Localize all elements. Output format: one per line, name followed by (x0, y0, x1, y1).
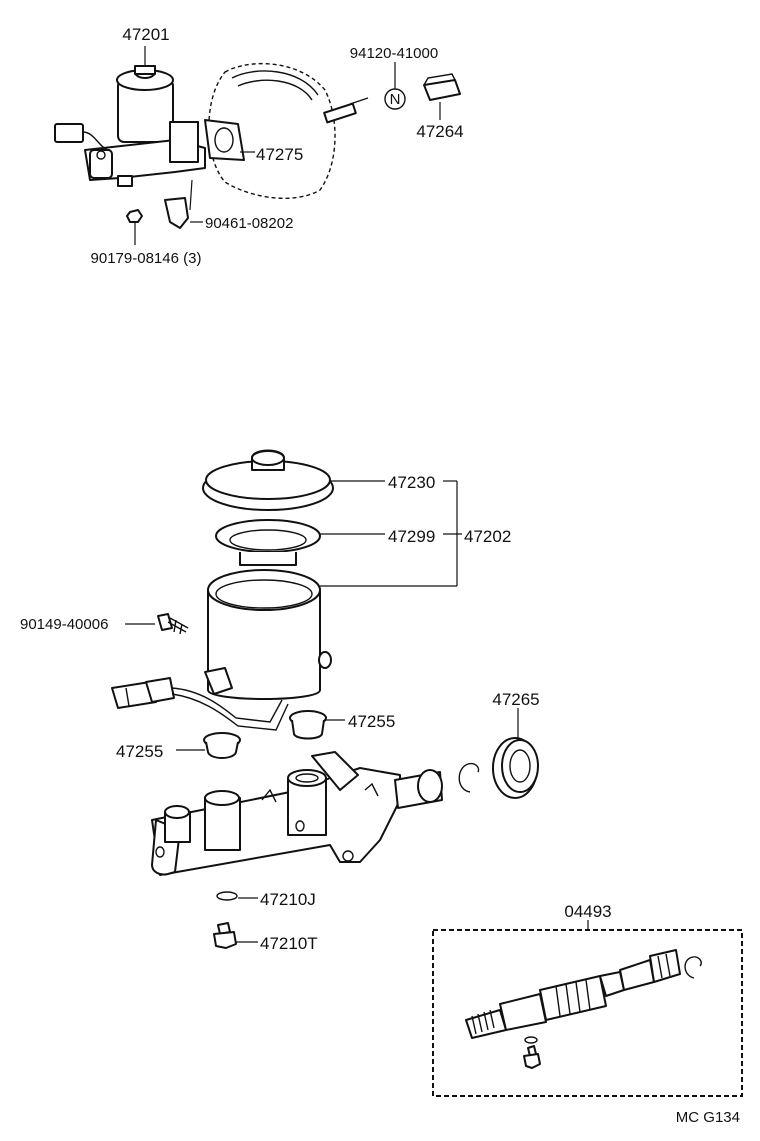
bleeder-47210T (213, 922, 237, 949)
label-47210J: 47210J (260, 890, 316, 909)
label-47202: 47202 (464, 527, 511, 546)
label-90149-40006: 90149-40006 (20, 616, 108, 633)
label-47275: 47275 (256, 145, 303, 164)
kit-snap-ring (684, 956, 702, 979)
label-47299: 47299 (388, 527, 435, 546)
label-90461-08202: 90461-08202 (205, 215, 293, 232)
brake-booster-assembly (204, 62, 369, 199)
n-mark: N (384, 88, 406, 110)
grommet-47255-left (203, 732, 241, 759)
label-47264: 47264 (416, 122, 463, 141)
top-leaders (134, 46, 441, 245)
label-90179-08146: 90179-08146 (3) (91, 250, 202, 267)
o-ring-47210J (216, 891, 238, 901)
snap-ring (458, 762, 480, 793)
screw-90149 (157, 613, 189, 635)
kit-bleeder (523, 1045, 541, 1069)
level-sensor-connector (111, 677, 289, 731)
label-47210T: 47210T (260, 934, 318, 953)
label-47255-right: 47255 (348, 712, 395, 731)
repair-kit-04493 (432, 920, 743, 1097)
label-47265: 47265 (492, 690, 539, 709)
diagram-code: MC G134 (676, 1109, 740, 1126)
master-cylinder-body (151, 751, 443, 876)
n-mark-label: N (390, 91, 401, 108)
master-cylinder-assembly-top (54, 65, 206, 229)
seal-47265 (492, 737, 539, 799)
reservoir-body (204, 569, 332, 700)
label-94120-41000: 94120-41000 (350, 45, 438, 62)
kit-o-ring (524, 1036, 538, 1044)
grommet-47255-right (289, 710, 327, 740)
label-47255-left: 47255 (116, 742, 163, 761)
reservoir-strainer-47299 (215, 519, 321, 566)
label-04493: 04493 (564, 902, 611, 921)
exploded-leaders (125, 480, 519, 943)
reservoir-cap-47230 (202, 449, 334, 511)
kit-piston-assembly (465, 949, 681, 1039)
part-47264-clip (423, 73, 461, 101)
label-47230: 47230 (388, 473, 435, 492)
label-47201: 47201 (122, 25, 169, 44)
